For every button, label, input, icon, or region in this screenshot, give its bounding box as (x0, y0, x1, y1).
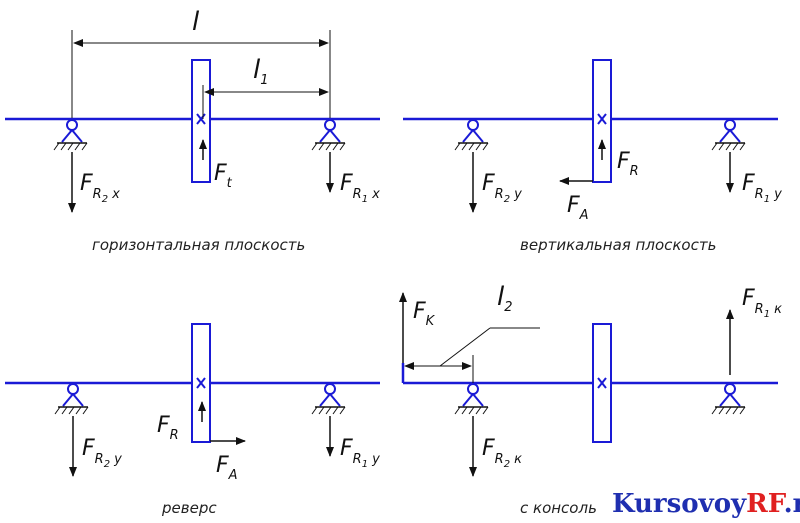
caption-horizontal: горизонтальная плоскость (92, 236, 305, 254)
label-l1: l1 (253, 55, 269, 88)
caption-reverse: реверс (161, 499, 217, 517)
support-left (454, 383, 489, 415)
support-right (711, 383, 746, 415)
label-l: l (192, 7, 200, 37)
gear (191, 59, 211, 183)
label-fk: FK (413, 299, 436, 329)
label-l2: l2 (497, 282, 513, 315)
caption-vertical: вертикальная плоскость (520, 236, 716, 254)
label-fa: FA (216, 453, 238, 483)
watermark: KursovoyRF.ru (612, 489, 800, 519)
caption-cantilever: с консоль (520, 499, 597, 517)
gear (592, 59, 612, 183)
label-ft: Ft (214, 161, 233, 191)
support-left (53, 119, 88, 151)
label-fr: FR (157, 413, 179, 443)
label-fr: FR (617, 149, 639, 179)
support-left (54, 383, 89, 415)
support-right (311, 383, 346, 415)
label-fa: FA (567, 193, 589, 223)
support-right (711, 119, 746, 151)
support-right (311, 119, 346, 151)
leader-l2 (439, 327, 491, 367)
support-left (454, 119, 489, 151)
